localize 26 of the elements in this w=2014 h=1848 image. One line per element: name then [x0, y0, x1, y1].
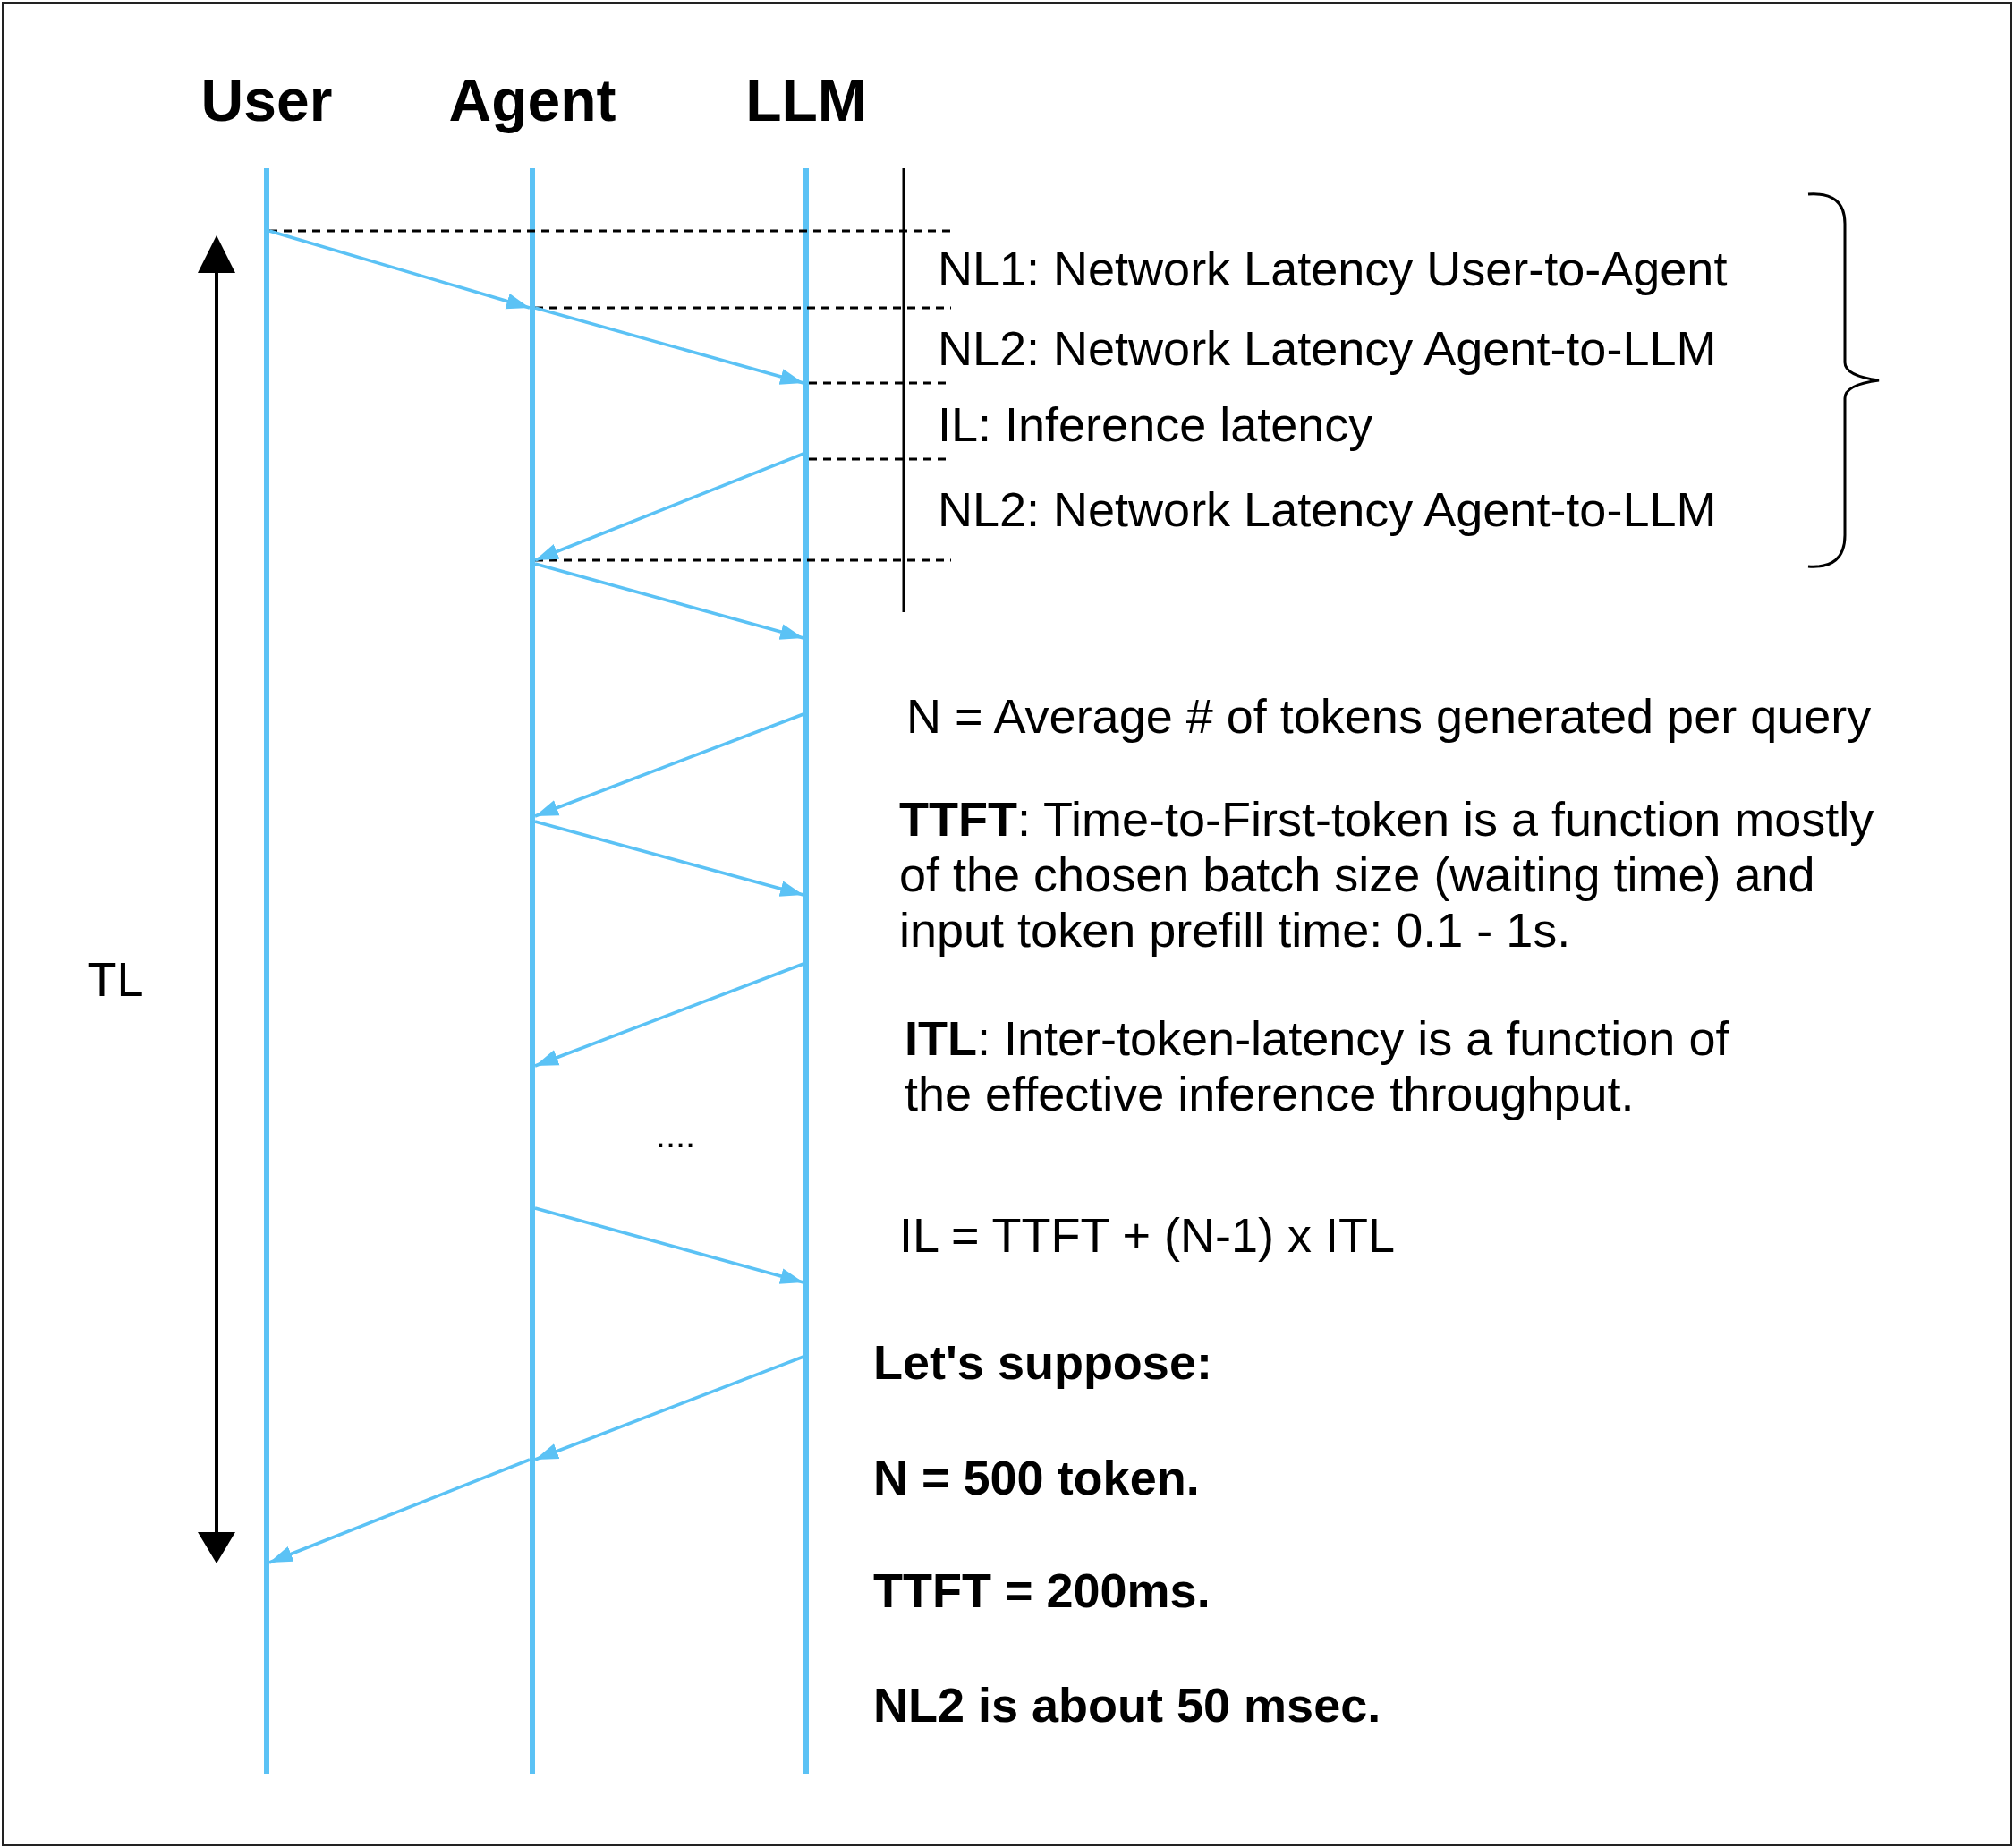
message-arrow: [534, 452, 804, 562]
participant-label: LLM: [745, 71, 867, 130]
message-arrow: [268, 1458, 531, 1564]
latency-label: NL1: Network Latency User-to-Agent: [938, 241, 1728, 296]
formula-text: IL = TTFT + (N-1) x ITL: [899, 1207, 1396, 1263]
participant-label: User: [200, 71, 333, 130]
message-arrow: [534, 820, 804, 897]
message-arrow: [534, 306, 804, 385]
message-arrow: [534, 562, 804, 640]
definition-text: TTFT: Time-to-First-token is a function mostly of the chosen batch size (waiting time) and input token prefill time: 0.1 - 1s.: [899, 791, 1875, 958]
message-arrow: [268, 229, 531, 310]
message-arrow: [534, 1355, 804, 1461]
assumption-text: TTFT = 200ms.: [873, 1563, 1211, 1618]
ellipsis-text: ....: [655, 1115, 696, 1154]
message-arrow: [534, 712, 804, 818]
assumption-text: NL2 is about 50 msec.: [873, 1677, 1381, 1733]
assumption-text: N = 500 token.: [873, 1450, 1200, 1505]
dimension-label: TL: [87, 951, 144, 1007]
latency-label: NL2: Network Latency Agent-to-LLM: [938, 481, 1717, 537]
message-arrow: [534, 962, 804, 1068]
latency-label: NL2: Network Latency Agent-to-LLM: [938, 320, 1717, 376]
definition-text: ITL: Inter-token-latency is a function of the effective inference throughput.: [905, 1010, 1730, 1121]
assumption-heading: Let's suppose:: [873, 1334, 1212, 1390]
message-arrow: [534, 1206, 804, 1284]
latency-label: IL: Inference latency: [938, 396, 1373, 452]
definition-text: N = Average # of tokens generated per query: [906, 688, 1872, 744]
